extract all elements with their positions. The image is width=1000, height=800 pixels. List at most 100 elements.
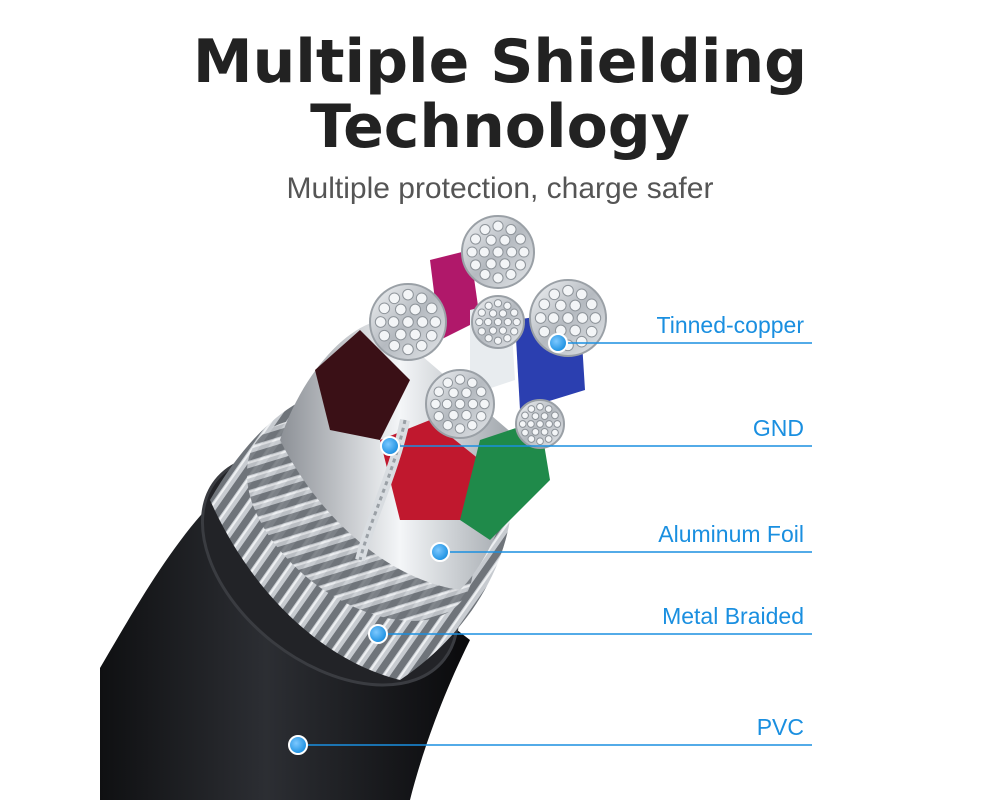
copper-strand <box>402 343 414 356</box>
label-pvc: PVC <box>756 714 804 740</box>
copper-strand <box>544 405 553 413</box>
copper-strand <box>378 302 391 315</box>
gnd-marker <box>380 436 400 456</box>
copper-strand <box>484 334 493 343</box>
copper-strand <box>493 336 503 345</box>
copper-strand <box>448 409 459 421</box>
copper-strand <box>575 335 588 348</box>
copper-strand <box>544 435 553 443</box>
copper-strand <box>503 301 512 310</box>
label-gnd: GND <box>752 415 804 441</box>
copper-strand <box>488 309 498 318</box>
copper-strand <box>551 428 559 437</box>
copper-strand <box>554 299 567 312</box>
copper-strand <box>510 308 519 317</box>
page-subtitle: Multiple protection, charge safer <box>286 172 714 205</box>
copper-strand <box>429 316 442 328</box>
copper-strand <box>374 316 387 328</box>
copper-strand <box>514 233 526 245</box>
copper-strand <box>492 246 504 258</box>
copper-strand <box>415 292 428 305</box>
copper-strand <box>531 428 540 436</box>
copper-strand <box>575 288 588 301</box>
copper-strand <box>499 258 511 270</box>
metal-braided-marker <box>368 624 388 644</box>
copper-strand <box>402 316 414 328</box>
copper-strand <box>416 316 429 328</box>
label-tinned-copper: Tinned-copper <box>656 312 804 338</box>
copper-strand <box>576 312 589 324</box>
copper-strand <box>548 288 561 301</box>
copper-strand <box>547 312 560 324</box>
copper-strand <box>454 374 466 385</box>
copper-strand <box>506 246 518 258</box>
copper-strand <box>454 398 466 410</box>
copper-strand <box>479 224 491 236</box>
copper-strand <box>475 317 484 327</box>
copper-strand <box>394 328 407 341</box>
copper-strand <box>518 246 530 258</box>
copper-strand <box>378 329 391 342</box>
copper-strand <box>499 234 511 246</box>
copper-strand <box>493 299 503 308</box>
copper-strand <box>503 317 513 327</box>
aluminum-foil-marker <box>430 542 450 562</box>
copper-strand <box>569 299 582 312</box>
pvc-marker <box>288 735 308 755</box>
copper-strand <box>527 405 536 413</box>
copper-strand <box>536 437 544 446</box>
copper-strand <box>388 339 401 352</box>
copper-strand <box>585 298 598 311</box>
copper-strand <box>562 312 574 324</box>
copper-strand <box>521 428 529 437</box>
copper-strand <box>477 327 486 336</box>
copper-strand <box>514 259 526 271</box>
copper-strand <box>442 377 454 389</box>
copper-strand <box>433 410 445 422</box>
copper-strand <box>538 298 551 311</box>
copper-strand <box>536 420 544 428</box>
copper-strand <box>534 312 547 324</box>
copper-strand <box>538 325 551 338</box>
callouts <box>288 333 812 755</box>
copper-strand <box>425 302 438 315</box>
copper-strand <box>467 398 479 410</box>
copper-strand <box>409 328 422 341</box>
tinned-copper-marker <box>548 333 568 353</box>
copper-strand <box>484 301 493 310</box>
copper-strand <box>527 420 535 428</box>
copper-strand <box>492 220 504 232</box>
copper-strand <box>388 292 401 305</box>
copper-strand <box>551 411 559 420</box>
copper-strand <box>479 398 490 410</box>
copper-strand <box>387 316 400 328</box>
copper-strand <box>475 410 487 422</box>
copper-conductors <box>369 215 607 449</box>
copper-strand <box>454 423 466 434</box>
copper-strand <box>466 246 478 258</box>
copper-strand <box>475 386 487 398</box>
copper-strand <box>505 224 517 236</box>
copper-strand <box>466 377 478 389</box>
copper-strand <box>402 288 414 301</box>
copper-strand <box>415 339 428 352</box>
label-metal-braided: Metal Braided <box>662 603 804 629</box>
copper-strand <box>461 387 472 399</box>
copper-strand <box>553 420 562 428</box>
copper-strand <box>470 259 482 271</box>
copper-strand <box>394 303 407 316</box>
copper-strand <box>470 233 482 245</box>
copper-strand <box>498 326 508 335</box>
copper-strand <box>569 324 582 337</box>
copper-strand <box>433 386 445 398</box>
copper-strand <box>461 409 472 421</box>
copper-strand <box>430 398 441 410</box>
copper-strand <box>527 435 536 443</box>
copper-strand <box>425 329 438 342</box>
copper-strand <box>531 412 540 420</box>
copper-strand <box>448 387 459 399</box>
copper-strand <box>562 284 574 297</box>
copper-strand <box>540 428 549 436</box>
gnd-drain-wire <box>355 419 410 562</box>
